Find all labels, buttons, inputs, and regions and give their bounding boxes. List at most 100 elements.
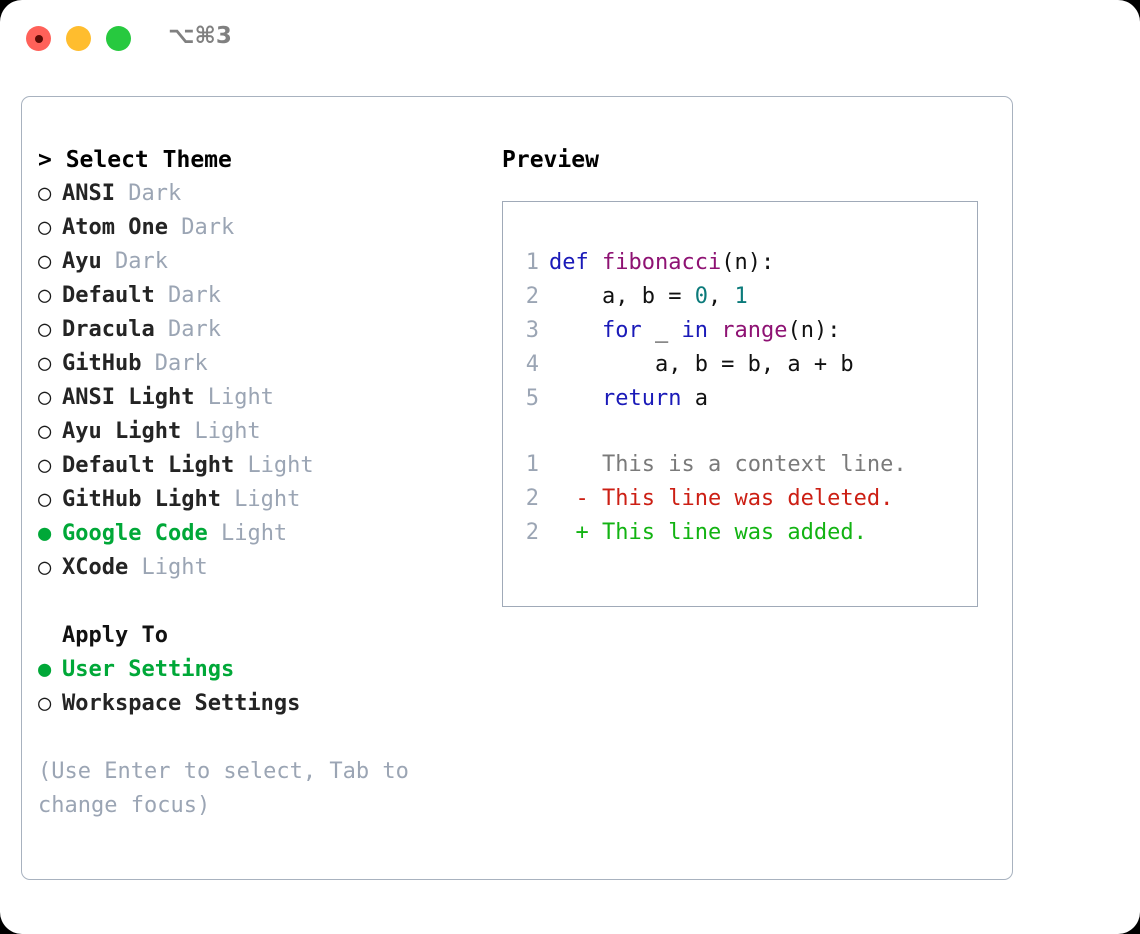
title-bar: ⌥⌘3 [0,0,1140,78]
line-number: 2 [525,520,539,545]
line-number: 4 [525,352,539,377]
diff-sign [549,452,589,477]
theme-name: GitHub Light [62,487,235,512]
theme-list-item[interactable]: ○ Ayu Light Light [38,415,478,449]
code-token: in [681,318,708,343]
code-line: 2 a, b = 0, 1 [517,280,969,314]
theme-list-item[interactable]: ○ Default Light Light [38,449,478,483]
theme-name: Dracula [62,317,168,342]
theme-list-item[interactable]: ○ ANSI Dark [38,177,478,211]
main-panel: > Select Theme ○ANSI Dark○Atom One Dark○… [21,96,1013,880]
theme-list-item[interactable]: ●Google Code Light [38,517,478,551]
radio-unselected-icon[interactable]: ○ [38,215,52,240]
theme-list-item[interactable]: ○ Dracula Dark [38,313,478,347]
theme-name: GitHub [62,351,155,376]
theme-variant-tag: Dark [167,317,221,342]
theme-name: Google Code [62,521,221,546]
theme-variant-tag: Light [141,555,208,580]
theme-variant-tag: Dark [154,351,208,376]
line-number: 1 [525,250,539,275]
theme-list-item[interactable]: ○ Atom One Dark [38,211,478,245]
radio-unselected-icon[interactable]: ○ [38,555,52,580]
code-line: 4 a, b = b, a + b [517,348,969,382]
theme-picker-column: > Select Theme ○ANSI Dark○Atom One Dark○… [38,143,478,823]
radio-unselected-icon[interactable]: ○ [38,317,52,342]
theme-variant-tag: Dark [181,215,235,240]
line-number: 5 [525,386,539,411]
code-token: fibonacci [601,250,722,275]
apply-to-item[interactable]: ●User Settings [38,653,478,687]
code-token: def [549,250,602,275]
theme-variant-tag: Light [247,453,314,478]
radio-selected-icon[interactable]: ● [38,657,52,682]
preview-gap [517,416,969,448]
theme-variant-tag: Light [194,419,261,444]
minimize-button[interactable] [66,26,91,51]
section-spacer [38,585,478,619]
diff-line: 2 + This line was added. [517,516,969,550]
radio-unselected-icon[interactable]: ○ [38,283,52,308]
code-line: 3 for _ in range(n): [517,314,969,348]
apply-to-heading: Apply To [62,623,168,648]
theme-variant-tag: Light [207,385,274,410]
radio-unselected-icon[interactable]: ○ [38,487,52,512]
apply-to-item[interactable]: ○Workspace Settings [38,687,478,721]
code-token: for [601,318,642,343]
theme-list-item[interactable]: ○ ANSI Light Light [38,381,478,415]
code-token [708,318,721,343]
theme-list-item[interactable]: ○ Ayu Dark [38,245,478,279]
close-button[interactable] [26,26,51,51]
theme-variant-tag: Light [234,487,301,512]
theme-list-item[interactable]: ○ GitHub Dark [38,347,478,381]
theme-name: Atom One [62,215,182,240]
theme-name: Default [62,283,168,308]
keyboard-hint: (Use Enter to select, Tab to change focu… [38,759,409,818]
diff-text: This line was deleted. [588,486,894,511]
theme-list-item[interactable]: ○ XCode Light [38,551,478,585]
keyboard-shortcut-label: ⌥⌘3 [168,23,232,49]
radio-unselected-icon[interactable]: ○ [38,453,52,478]
code-token [549,318,602,343]
radio-unselected-icon[interactable]: ○ [38,419,52,444]
maximize-button[interactable] [106,26,131,51]
theme-variant-tag: Dark [114,249,168,274]
line-number: 2 [525,284,539,309]
theme-name: ANSI [62,181,129,206]
line-number: 1 [525,452,539,477]
code-token: 1 [734,284,748,309]
apply-to-list: ●User Settings○Workspace Settings [38,653,478,721]
theme-variant-tag: Dark [128,181,182,206]
diff-line: 1 This is a context line. [517,448,969,482]
diff-line: 2 - This line was deleted. [517,482,969,516]
code-token: range [721,318,788,343]
diff-sign: - [549,486,589,511]
page-title: > Select Theme [38,147,232,173]
code-line: 5 return a [517,382,969,416]
theme-name: XCode [62,555,142,580]
diff-text: This is a context line. [588,452,907,477]
code-token: a, b = b, a + b [549,352,854,377]
theme-name: Ayu Light [62,419,195,444]
radio-unselected-icon[interactable]: ○ [38,181,52,206]
radio-unselected-icon[interactable]: ○ [38,385,52,410]
theme-list-item[interactable]: ○Default Dark [38,279,478,313]
theme-list-item[interactable]: ○ GitHub Light Light [38,483,478,517]
radio-selected-icon[interactable]: ● [38,521,52,546]
radio-unselected-icon[interactable]: ○ [38,351,52,376]
diff-sign: + [549,520,589,545]
code-token: , [707,284,735,309]
code-token: a [681,386,708,411]
theme-name: Ayu [62,249,115,274]
theme-name: Default Light [62,453,248,478]
code-token: (n): [787,318,841,343]
theme-name: ANSI Light [62,385,208,410]
diff-text: This line was added. [588,520,867,545]
radio-unselected-icon[interactable]: ○ [38,249,52,274]
radio-unselected-icon[interactable]: ○ [38,691,52,716]
code-token [549,386,602,411]
